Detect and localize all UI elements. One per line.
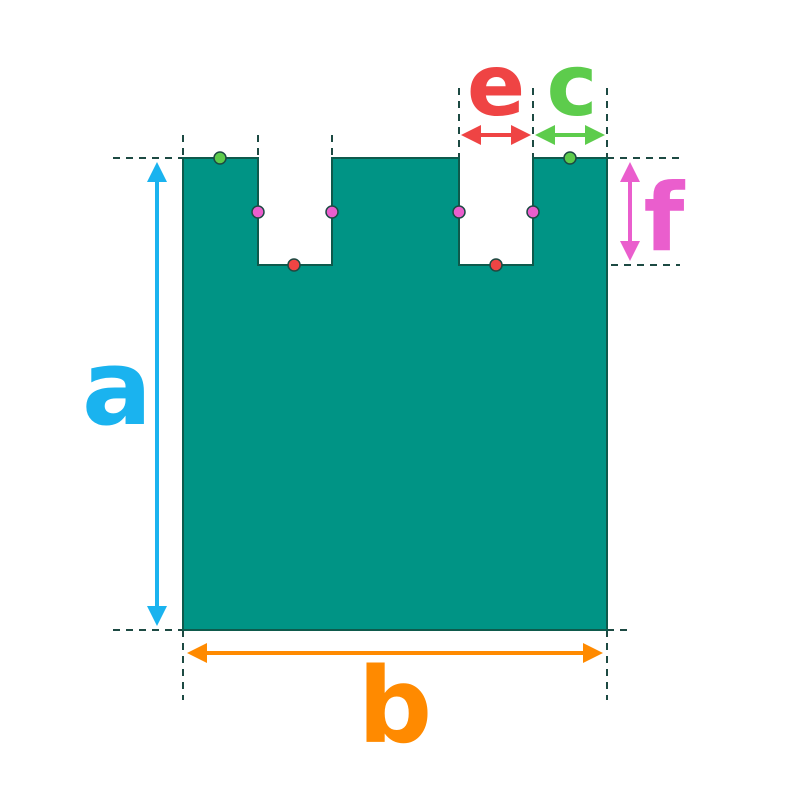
dot-green-top-left — [213, 151, 227, 165]
label-c: c — [547, 36, 598, 136]
dot-red-notch2-bottom — [489, 258, 503, 272]
label-b: b — [358, 645, 432, 767]
dot-pink-notch1-right — [325, 205, 339, 219]
dot-green-top-right — [563, 151, 577, 165]
notched-rectangle-shape — [182, 157, 608, 631]
label-e: e — [467, 36, 525, 136]
label-f: f — [644, 164, 686, 273]
marker-dots — [213, 151, 577, 272]
dot-red-notch1-bottom — [287, 258, 301, 272]
dot-pink-notch1-left — [251, 205, 265, 219]
dot-pink-notch2-left — [452, 205, 466, 219]
label-a: a — [82, 327, 152, 449]
dot-pink-notch2-right — [526, 205, 540, 219]
